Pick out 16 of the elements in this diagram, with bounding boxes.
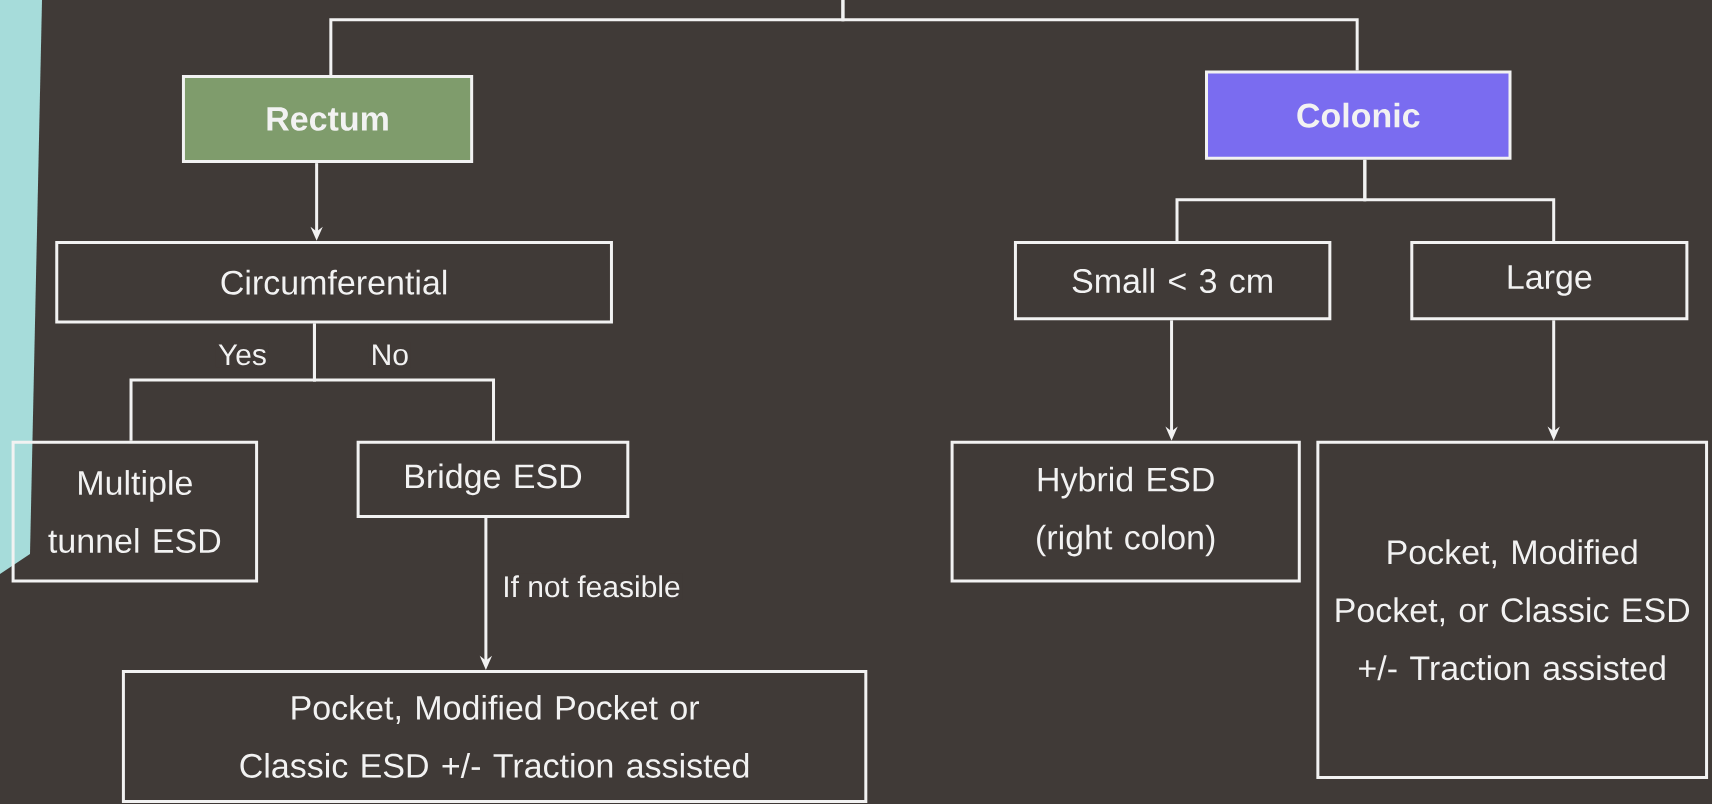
- step-box: Bridge ESD: [356, 440, 630, 518]
- title-box: Colonic: [1205, 70, 1512, 160]
- edge-label: Yes: [215, 342, 269, 368]
- edge-label: If not feasible: [500, 573, 683, 600]
- edge-label: No: [368, 342, 411, 368]
- connector-line: [312, 323, 495, 441]
- step-box: Multiple tunnel ESD: [11, 440, 259, 583]
- title-box: Rectum: [181, 74, 474, 164]
- step-box: Hybrid ESD (right colon): [950, 440, 1301, 583]
- connector-line: [1363, 159, 1556, 241]
- step-box: Circumferential: [55, 240, 613, 324]
- connector-line: [841, 0, 1359, 71]
- step-box: Large: [1410, 240, 1689, 321]
- step-box: Pocket, Modified Pocket, or Classic ESD +/- Traction assisted: [1316, 440, 1709, 779]
- step-box: Small < 3 cm: [1013, 240, 1332, 321]
- step-box: Pocket, Modified Pocket or Classic ESD +/- Traction assisted: [121, 670, 868, 803]
